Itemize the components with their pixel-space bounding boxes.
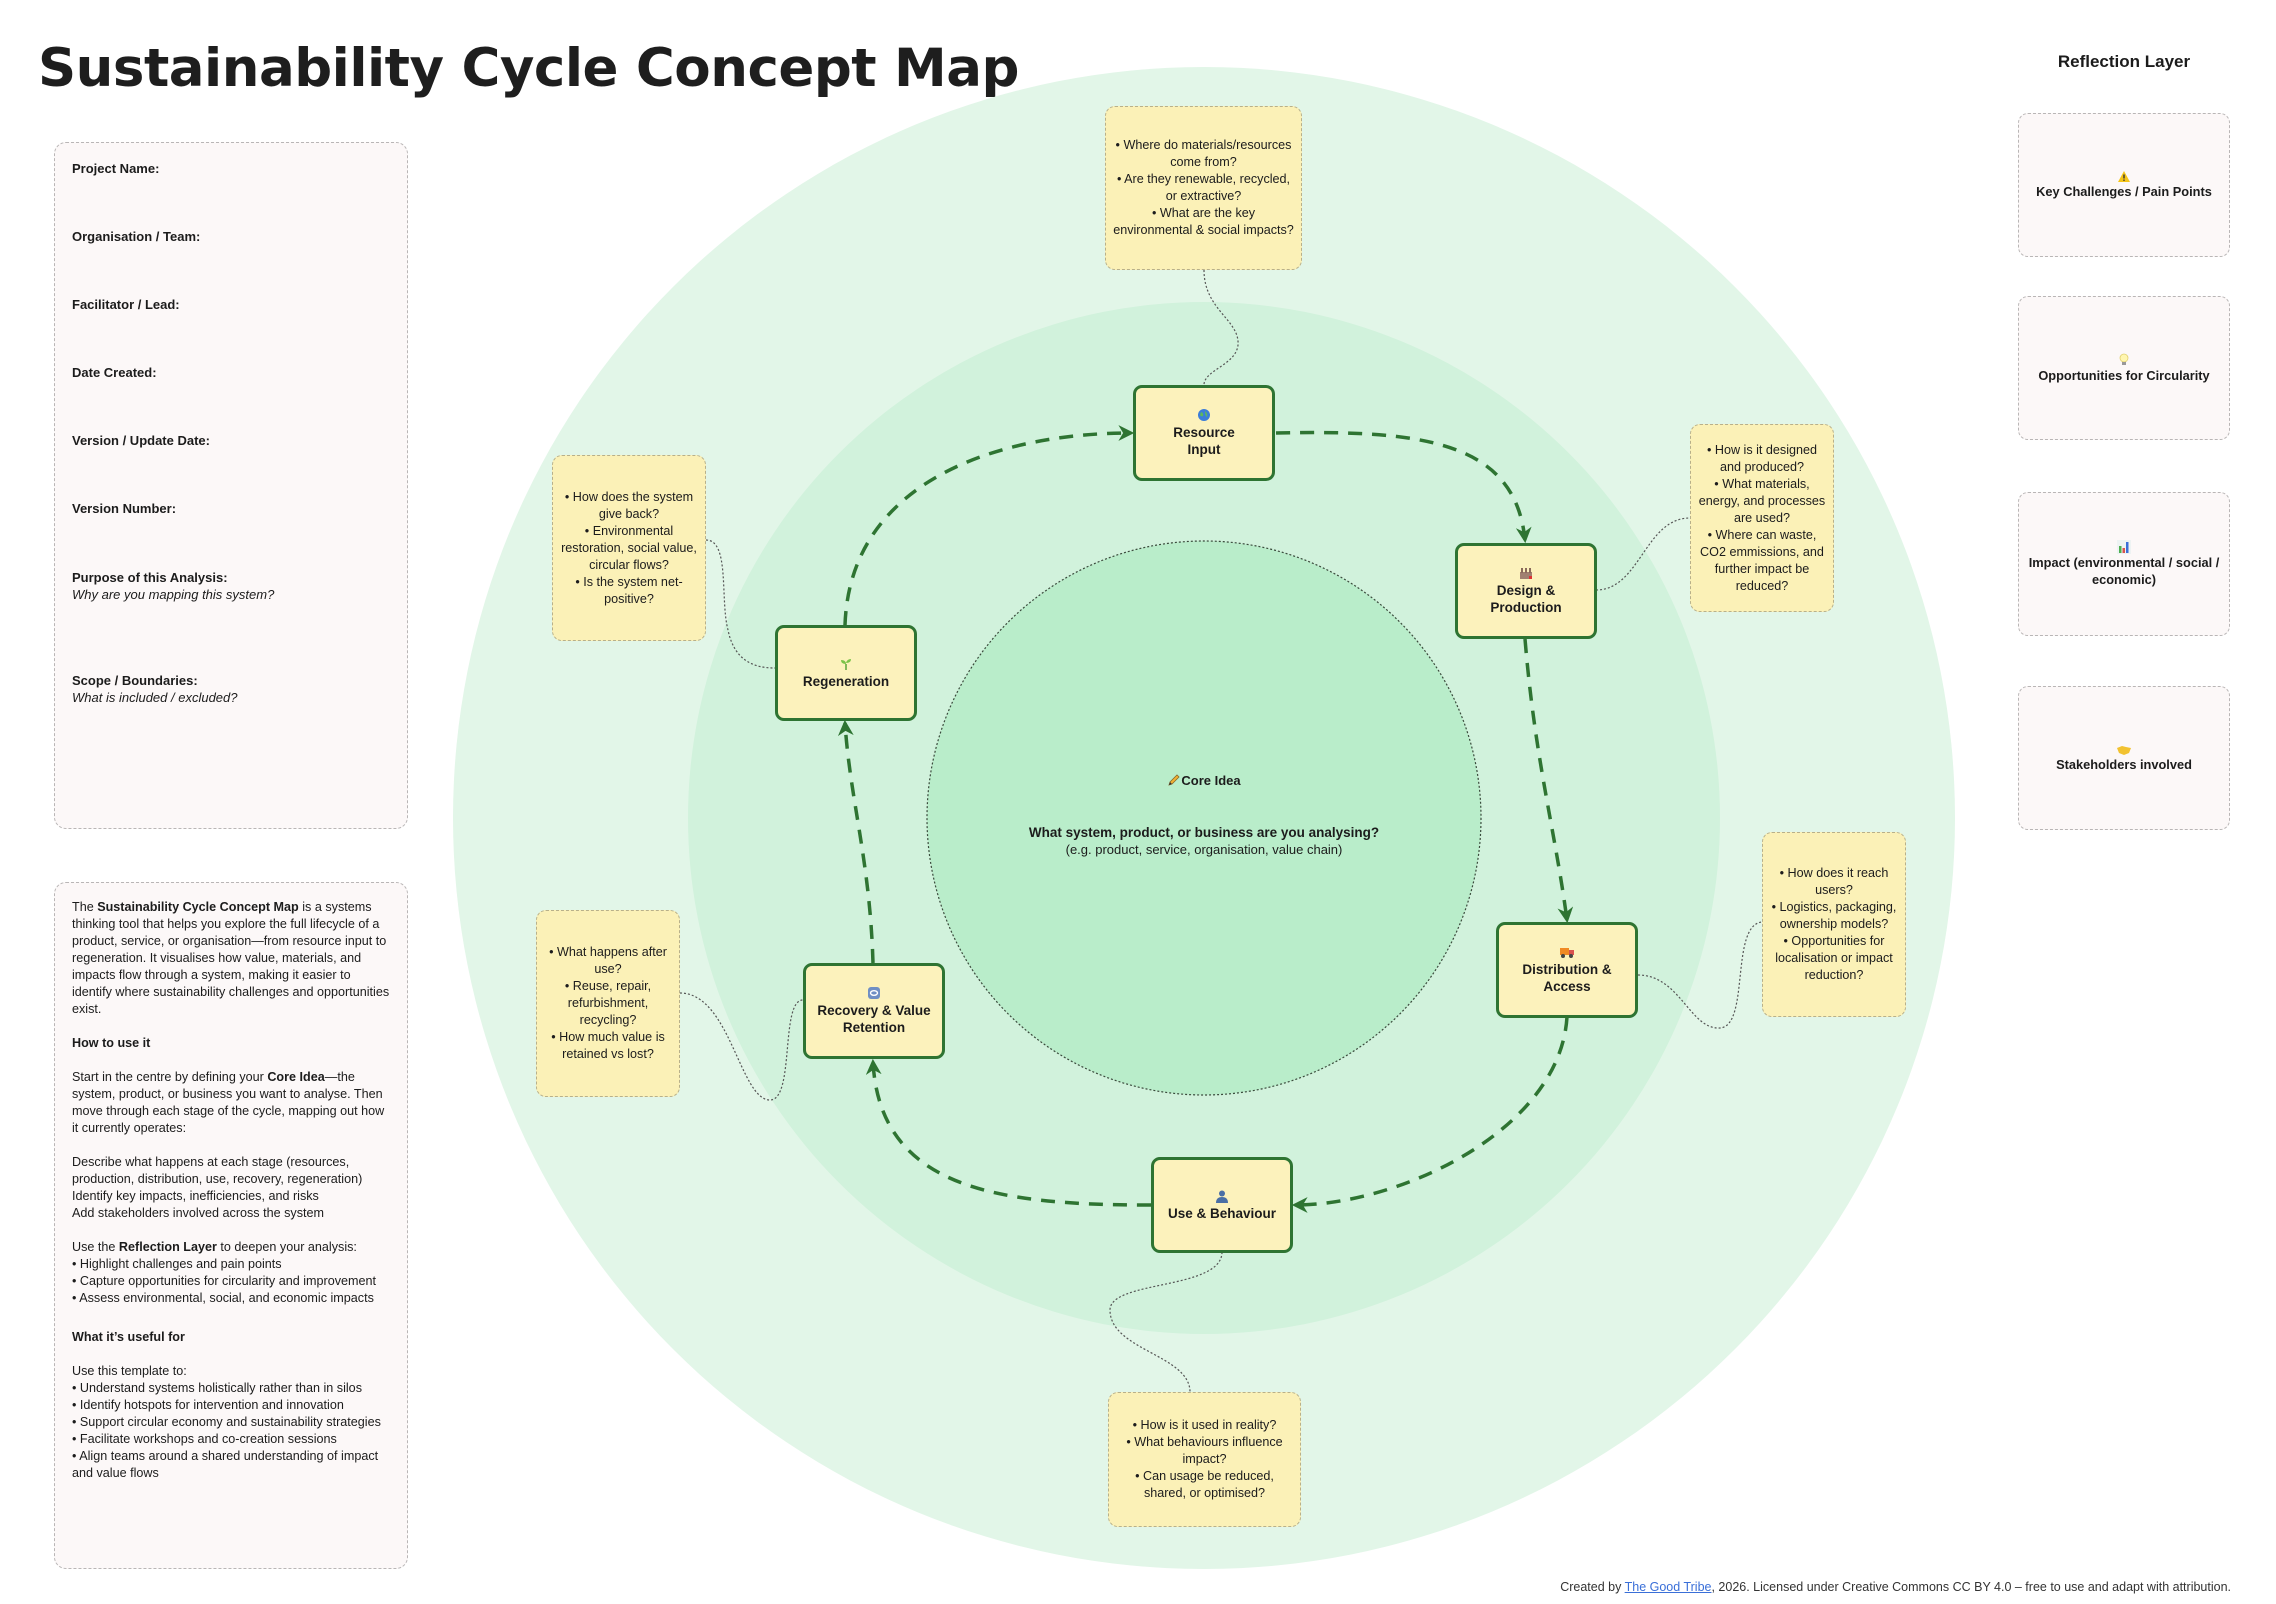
flow-arrow-resource-to-design: [1275, 430, 1532, 544]
about-panel: The Sustainability Cycle Concept Map is …: [54, 882, 408, 1569]
reflection-impact[interactable]: Impact (environmental / social / economi…: [2018, 492, 2230, 636]
bar-chart-icon: [2117, 540, 2131, 554]
field-date-created[interactable]: Date Created:: [72, 365, 157, 380]
connector-design-production: [1595, 517, 1691, 591]
connector-recovery: [679, 992, 804, 1101]
note-use-behaviour[interactable]: • How is it used in reality?• What behav…: [1108, 1392, 1301, 1527]
page-title: Sustainability Cycle Concept Map: [38, 38, 1020, 99]
core-idea-subtitle: (e.g. product, service, organisation, va…: [1065, 842, 1343, 857]
connector-regeneration: [705, 539, 776, 669]
lightbulb-icon: [2119, 353, 2129, 365]
how-to-use-paragraph: Start in the centre by defining your Cor…: [72, 1070, 385, 1135]
truck-icon: [1560, 948, 1574, 958]
field-organisation-team[interactable]: Organisation / Team:: [72, 229, 201, 244]
recycle-icon: [868, 987, 880, 999]
handshake-icon: [2117, 745, 2131, 755]
note-regeneration[interactable]: • How does the system give back?• Enviro…: [552, 455, 706, 641]
useful-for-list: Use this template to: • Understand syste…: [72, 1364, 381, 1480]
stage-regeneration[interactable]: Regeneration: [775, 625, 917, 721]
field-hint: What is included / excluded?: [72, 690, 238, 705]
stage-resource-input[interactable]: Resource Input: [1133, 385, 1275, 481]
stage-distribution-access[interactable]: Distribution & Access: [1496, 922, 1638, 1018]
reflection-stakeholders[interactable]: Stakeholders involved: [2018, 686, 2230, 830]
warning-icon: [2118, 171, 2130, 182]
person-icon: [1216, 1190, 1228, 1203]
flow-arrow-recovery-to-regeneration: [837, 719, 875, 964]
steps-list: Describe what happens at each stage (res…: [72, 1155, 363, 1220]
intro-paragraph: The Sustainability Cycle Concept Map is …: [72, 900, 390, 1016]
core-idea-title: Core Idea: [927, 773, 1481, 788]
field-hint: Why are you mapping this system?: [72, 587, 275, 602]
reflection-list: Use the Reflection Layer to deepen your …: [72, 1240, 376, 1305]
useful-for-heading: What it’s useful for: [72, 1330, 185, 1344]
stage-use-behaviour[interactable]: Use & Behaviour: [1151, 1157, 1293, 1253]
note-recovery-value-retention[interactable]: • What happens after use?• Reuse, repair…: [536, 910, 680, 1097]
footer-attribution: Created by The Good Tribe, 2026. License…: [1560, 1580, 2231, 1594]
core-idea[interactable]: Core Idea What system, product, or busin…: [927, 541, 1481, 1095]
field-scope-boundaries[interactable]: Scope / Boundaries:What is included / ex…: [72, 673, 238, 705]
flow-arrow-distribution-to-use: [1291, 1016, 1569, 1213]
flow-arrow-regeneration-to-resource: [843, 425, 1135, 626]
pencil-icon: [1168, 774, 1180, 786]
field-facilitator-lead[interactable]: Facilitator / Lead:: [72, 297, 180, 312]
the-good-tribe-link[interactable]: The Good Tribe: [1624, 1580, 1712, 1594]
project-info-panel: Project Name: Organisation / Team: Facil…: [54, 142, 408, 829]
reflection-opportunities[interactable]: Opportunities for Circularity: [2018, 296, 2230, 440]
flow-arrow-design-to-distribution: [1523, 638, 1574, 924]
core-idea-question: What system, product, or business are yo…: [1028, 825, 1380, 840]
connector-resource-input: [1203, 269, 1239, 386]
stage-design-production[interactable]: Design & Production: [1455, 543, 1597, 639]
reflection-layer-title: Reflection Layer: [2057, 52, 2191, 71]
note-resource-input[interactable]: • Where do materials/resources come from…: [1105, 106, 1302, 270]
globe-icon: [1198, 409, 1210, 421]
field-purpose[interactable]: Purpose of this Analysis:Why are you map…: [72, 570, 275, 602]
field-project-name[interactable]: Project Name:: [72, 161, 160, 176]
note-design-production[interactable]: • How is it designed and produced?• What…: [1690, 424, 1834, 612]
core-circle: [926, 540, 1482, 1096]
field-version-number[interactable]: Version Number:: [72, 501, 177, 516]
flow-arrow-use-to-recovery: [865, 1058, 1152, 1207]
reflection-key-challenges[interactable]: Key Challenges / Pain Points: [2018, 113, 2230, 257]
seedling-icon: [841, 658, 851, 670]
stage-recovery-value-retention[interactable]: Recovery & Value Retention: [803, 963, 945, 1059]
field-version-update-date[interactable]: Version / Update Date:: [72, 433, 210, 448]
connector-distribution: [1637, 921, 1763, 1029]
how-to-use-heading: How to use it: [72, 1036, 151, 1050]
factory-icon: [1520, 568, 1532, 579]
note-distribution-access[interactable]: • How does it reach users?• Logistics, p…: [1762, 832, 1906, 1017]
